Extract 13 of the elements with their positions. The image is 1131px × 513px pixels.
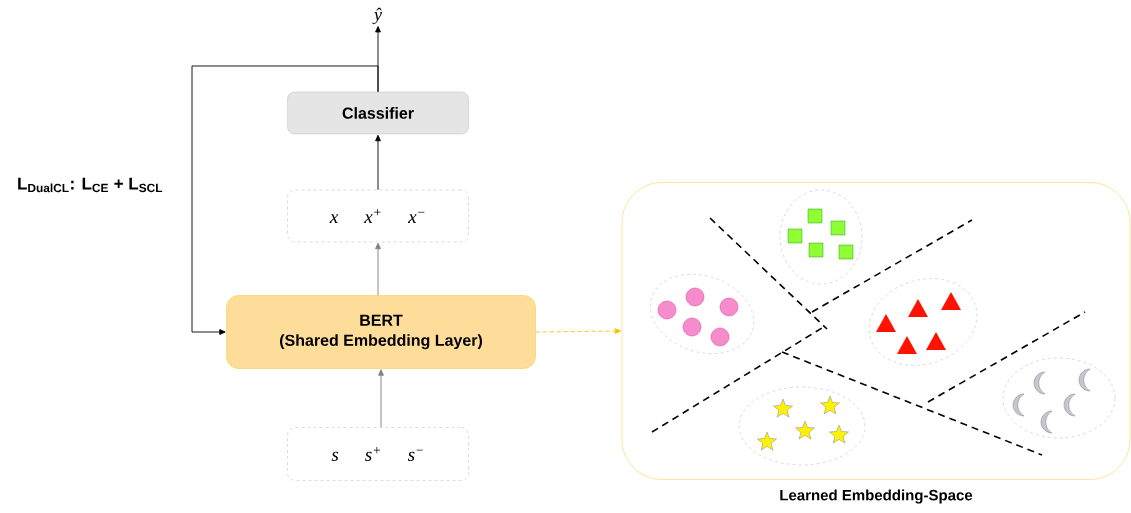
arrow bbox=[375, 134, 381, 191]
embedding-space-panel bbox=[621, 182, 1131, 480]
encoder-box: BERT (Shared Embedding Layer) bbox=[226, 295, 536, 369]
arrow bbox=[375, 242, 381, 296]
arrow bbox=[191, 65, 379, 335]
arrow bbox=[535, 328, 622, 334]
input-box: s s$^{+}$ s$^{−}$ bbox=[287, 427, 469, 481]
input-box: x x$^{+}$ x$^{−}$ bbox=[287, 189, 469, 243]
output-symbol: ŷ bbox=[372, 7, 382, 25]
classifier-box: Classifier bbox=[287, 91, 469, 135]
node-label: Learned Embedding-Space bbox=[780, 489, 973, 504]
arrow bbox=[378, 369, 384, 428]
loss-formula: L$_{DualCL}$: L$_{CE}$ + L$_{SCL}$ bbox=[18, 177, 163, 193]
